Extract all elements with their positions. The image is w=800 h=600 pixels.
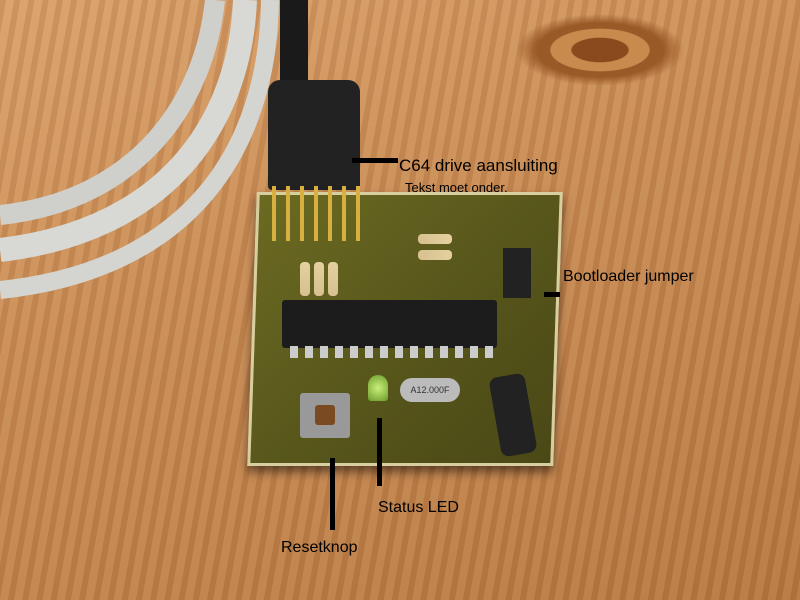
resistor (418, 250, 452, 260)
status-led (368, 375, 388, 401)
resistor (300, 262, 310, 296)
pointer-line-reset (330, 458, 335, 530)
chip-pin (365, 346, 373, 358)
microcontroller-chip (282, 300, 497, 358)
pointer-line-drive (352, 158, 398, 163)
chip-pin (290, 346, 298, 358)
chip-pin (410, 346, 418, 358)
chip-pin (305, 346, 313, 358)
label-status: Status LED (378, 499, 459, 516)
pointer-line-bootloader (544, 292, 560, 297)
chip-pin (425, 346, 433, 358)
crystal: A12.000F (400, 378, 460, 402)
label-drive: C64 drive aansluiting (399, 156, 558, 175)
chip-pin (320, 346, 328, 358)
chip-pin (335, 346, 343, 358)
serial-cable (0, 0, 279, 299)
label-note: Tekst moet onder. (405, 180, 508, 195)
label-bootloader: Bootloader jumper (563, 268, 694, 285)
bootloader-jumper (503, 248, 531, 298)
reset-button (300, 393, 350, 438)
crystal-marking: A12.000F (410, 385, 450, 395)
label-reset: Resetknop (281, 539, 358, 556)
chip-pin (350, 346, 358, 358)
chip-pin (440, 346, 448, 358)
drive-plug (268, 80, 360, 190)
pointer-line-status (377, 418, 382, 486)
resistor (418, 234, 452, 244)
chip-pin (395, 346, 403, 358)
chip-pin (485, 346, 493, 358)
chip-pin (455, 346, 463, 358)
resistor (314, 262, 324, 296)
chip-pin (380, 346, 388, 358)
resistor (328, 262, 338, 296)
plug-cord (280, 0, 308, 90)
chip-pin (470, 346, 478, 358)
pin-header (272, 186, 362, 241)
